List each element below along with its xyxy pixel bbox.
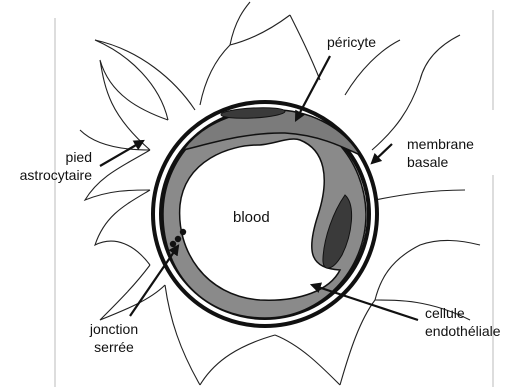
jonction-label: jonction serrée — [82, 320, 146, 356]
pericyte-arrow — [296, 56, 330, 120]
cellule-label-line1: cellule — [425, 304, 505, 322]
pied-label: pied astrocytaire — [8, 148, 92, 184]
pericyte-label: péricyte — [327, 33, 376, 51]
membrane-label: membrane basale — [407, 135, 474, 171]
pied-label-line2: astrocytaire — [8, 166, 92, 184]
membrane-label-line1: membrane — [407, 135, 474, 153]
jonction-label-line1: jonction — [82, 320, 146, 338]
cellule-label: cellule endothéliale — [425, 304, 505, 340]
pied-label-line1: pied — [8, 148, 92, 166]
membrane-label-line2: basale — [407, 153, 474, 171]
cellule-label-line2: endothéliale — [425, 322, 505, 340]
jonction-label-line2: serrée — [82, 338, 146, 356]
blood-label: blood — [233, 209, 270, 227]
